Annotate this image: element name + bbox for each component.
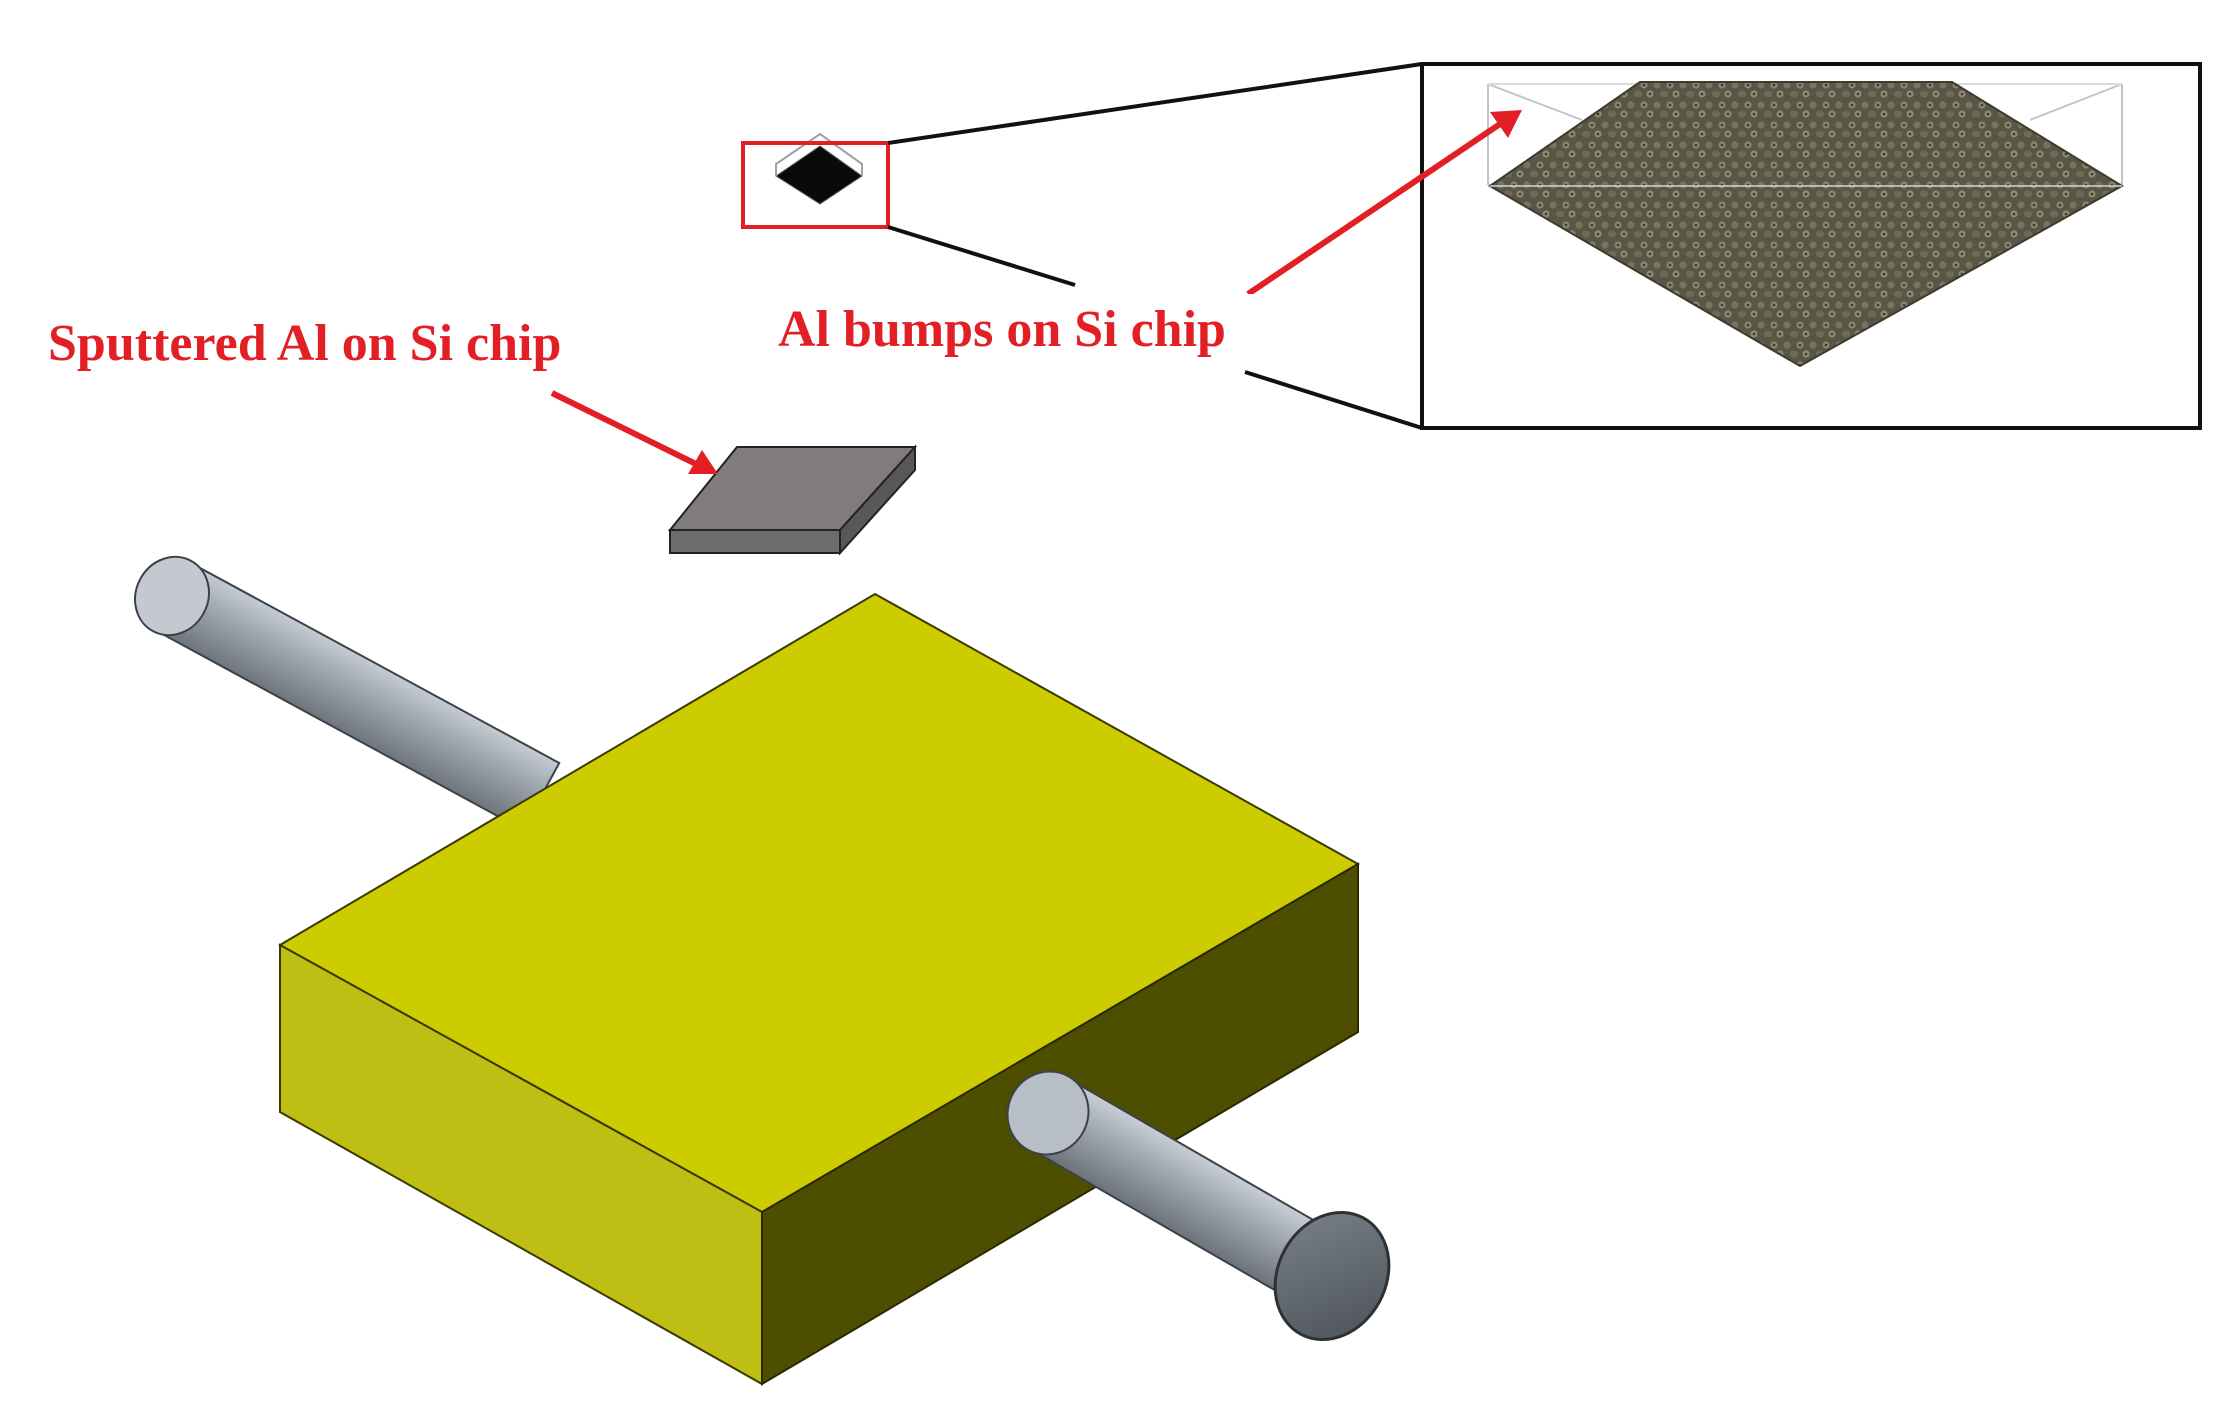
red-arrow-to-chip bbox=[550, 390, 718, 474]
rod-end-face bbox=[1273, 1210, 1391, 1342]
label-sputtered-al: Sputtered Al on Si chip bbox=[48, 315, 561, 372]
label-sputtered-group: Sputtered Al on Si chip bbox=[44, 306, 644, 378]
zoom-leader-lines bbox=[887, 62, 1423, 430]
label-al-bumps: Al bumps on Si chip bbox=[778, 301, 1226, 358]
back-rod bbox=[134, 555, 561, 832]
red-arrow-to-bumps bbox=[1246, 110, 1522, 297]
chip-thumbnail bbox=[775, 132, 863, 205]
al-bump-surface bbox=[1488, 81, 2124, 368]
label-bumps-group: Al bumps on Si chip bbox=[772, 294, 1294, 364]
si-chip bbox=[667, 444, 918, 556]
highlight-box bbox=[741, 141, 890, 229]
zoom-callout bbox=[1420, 62, 2202, 430]
front-rod bbox=[1006, 1070, 1391, 1342]
